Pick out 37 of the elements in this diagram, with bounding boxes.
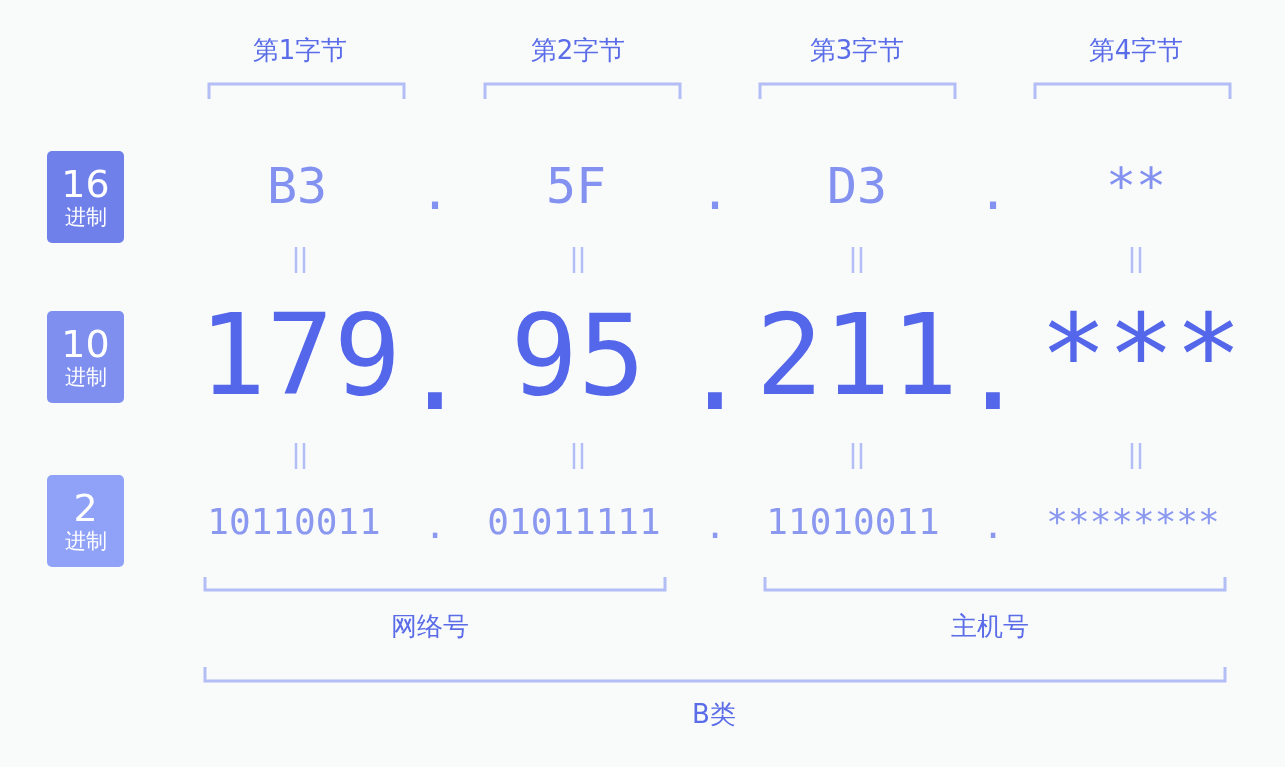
value-text: ** — [1105, 161, 1167, 211]
value-text: D3 — [826, 161, 888, 211]
column-heading: 第4字节 — [1088, 37, 1184, 63]
value-text: 5F — [545, 161, 607, 211]
dot-separator: . — [699, 167, 731, 217]
column-heading: 第2字节 — [530, 37, 626, 63]
base-badge — [47, 311, 124, 403]
base-label: 进制 — [64, 364, 107, 390]
value-text: 211 — [755, 299, 959, 411]
dot-separator: . — [982, 508, 1004, 544]
value-text: 11010011 — [766, 504, 940, 540]
base-badge — [47, 475, 124, 567]
base-number: 10 — [61, 324, 110, 364]
base-number: 2 — [73, 488, 98, 528]
base-badge — [47, 151, 124, 243]
dot-separator: . — [681, 314, 749, 426]
value-text: 179 — [198, 299, 402, 411]
base-label: 进制 — [64, 528, 107, 554]
dot-separator: . — [424, 508, 446, 544]
value-text: B3 — [266, 161, 328, 211]
bracket-label: 主机号 — [951, 613, 1029, 639]
dot-separator: . — [419, 167, 451, 217]
base-number: 16 — [61, 164, 110, 204]
value-text: ******** — [1046, 504, 1220, 540]
column-heading: 第1字节 — [252, 37, 348, 63]
bracket-label: B类 — [692, 701, 736, 727]
value-text: 01011111 — [487, 504, 661, 540]
column-heading: 第3字节 — [809, 37, 905, 63]
base-label: 进制 — [64, 204, 107, 230]
value-text: *** — [1039, 299, 1243, 411]
dot-separator: . — [977, 167, 1009, 217]
dot-separator: . — [959, 314, 1027, 426]
dot-separator: . — [704, 508, 726, 544]
bracket-label: 网络号 — [391, 613, 469, 639]
value-text: 95 — [510, 299, 646, 411]
value-text: 10110011 — [207, 504, 381, 540]
dot-separator: . — [401, 314, 469, 426]
